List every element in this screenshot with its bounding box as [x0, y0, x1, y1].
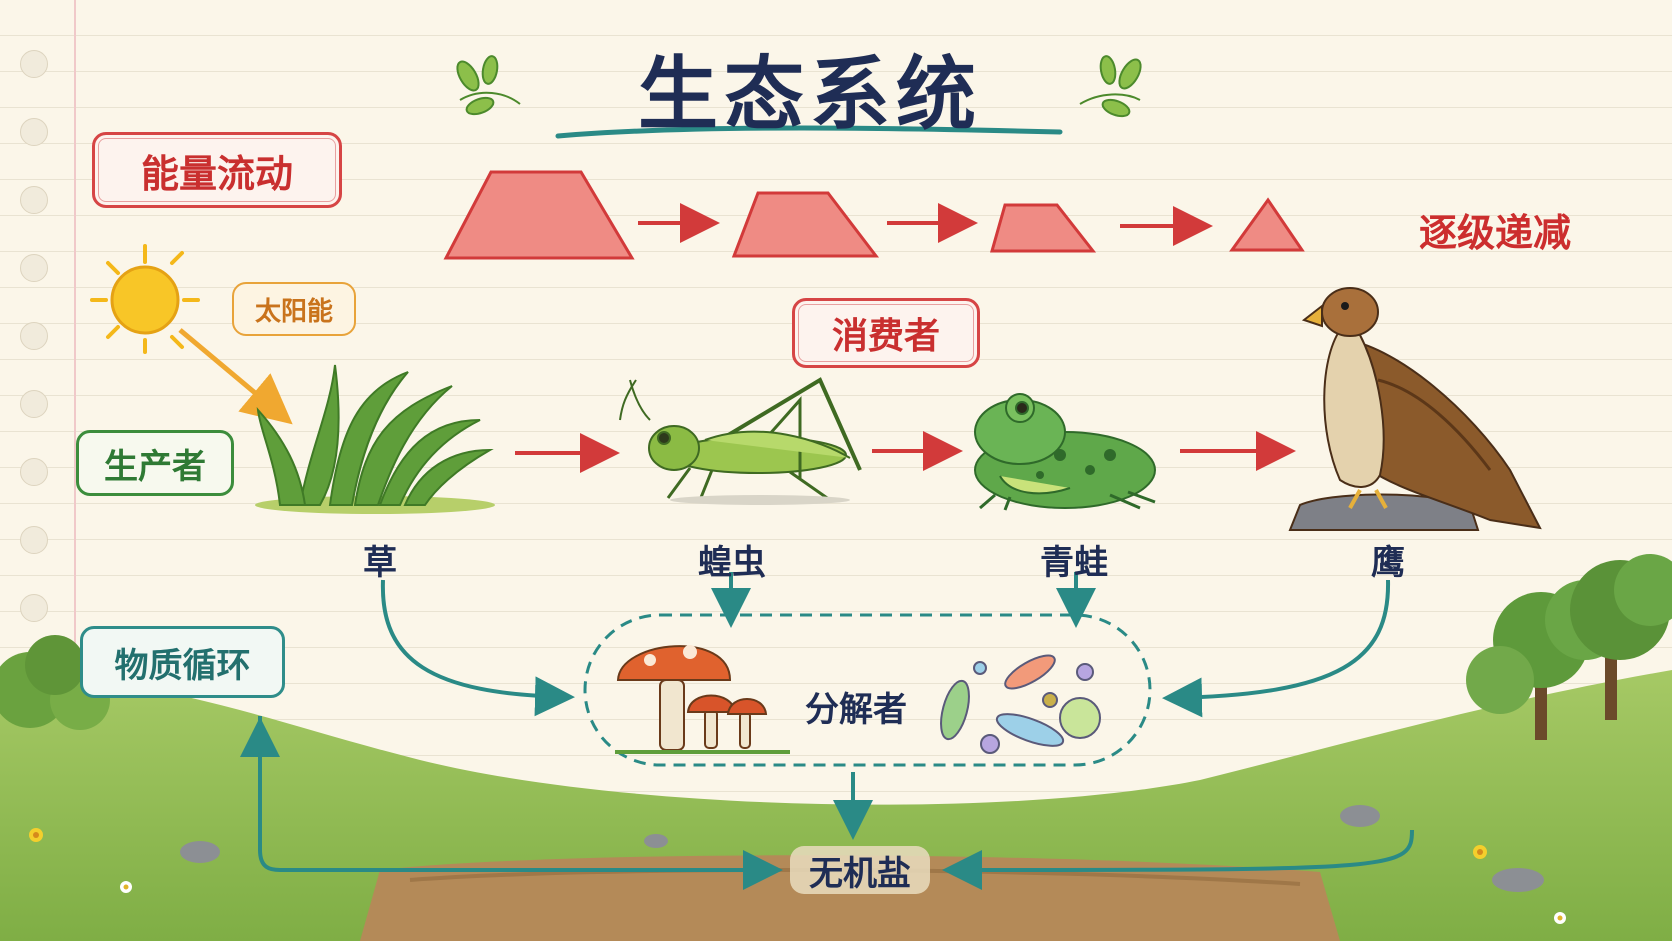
title-underline: [555, 125, 1063, 139]
energy-levels: [443, 170, 1305, 260]
grass-icon: [255, 364, 495, 514]
notebook-hole: [20, 390, 48, 418]
organism-label-grass: 草: [363, 543, 397, 583]
energy-level-arrows: [638, 203, 1213, 246]
notebook-hole: [20, 50, 48, 78]
cycle-arrows: [240, 572, 1414, 890]
sunlight-arrow: [178, 328, 293, 425]
tree-icon: [0, 635, 110, 730]
decreasing-label: 逐级递减: [1418, 211, 1571, 255]
decomposer-zone: [583, 613, 1152, 767]
notebook-hole: [20, 526, 48, 554]
energy-flow-tag: 能量流动: [92, 132, 342, 208]
organism-label-frog: 青蛙: [1040, 543, 1108, 583]
tree-icon: [1466, 554, 1672, 740]
notebook-hole: [20, 594, 48, 622]
producers-tag: 生产者: [76, 430, 234, 496]
grasshopper-icon: [619, 377, 862, 505]
notebook-hole: [20, 186, 48, 214]
organism-label-grasshopper: 蝗虫: [698, 543, 766, 583]
notebook-margin: [74, 0, 76, 941]
organism-label-eagle: 鹰: [1371, 543, 1405, 583]
notebook-hole: [20, 322, 48, 350]
notebook-hole: [20, 118, 48, 146]
mushroom-icon: [615, 645, 790, 754]
leaf-icon: [1079, 55, 1142, 118]
eagle-icon: [1288, 287, 1542, 531]
sun-icon: [90, 244, 200, 354]
page-title: 生态系统: [638, 48, 982, 141]
decomposers-label: 分解者: [805, 690, 907, 730]
consumers-tag: 消费者: [792, 298, 980, 368]
solar-energy-tag: 太阳能: [232, 282, 356, 336]
bacteria-icon: [940, 654, 1101, 754]
notebook-hole: [20, 458, 48, 486]
material-cycle-tag: 物质循环: [80, 626, 285, 698]
leaf-icon: [456, 55, 521, 116]
food-chain-arrows: [515, 431, 1296, 473]
notebook-hole: [20, 254, 48, 282]
frog-icon: [974, 393, 1156, 511]
inorganic-salts-label: 无机盐: [790, 846, 930, 894]
